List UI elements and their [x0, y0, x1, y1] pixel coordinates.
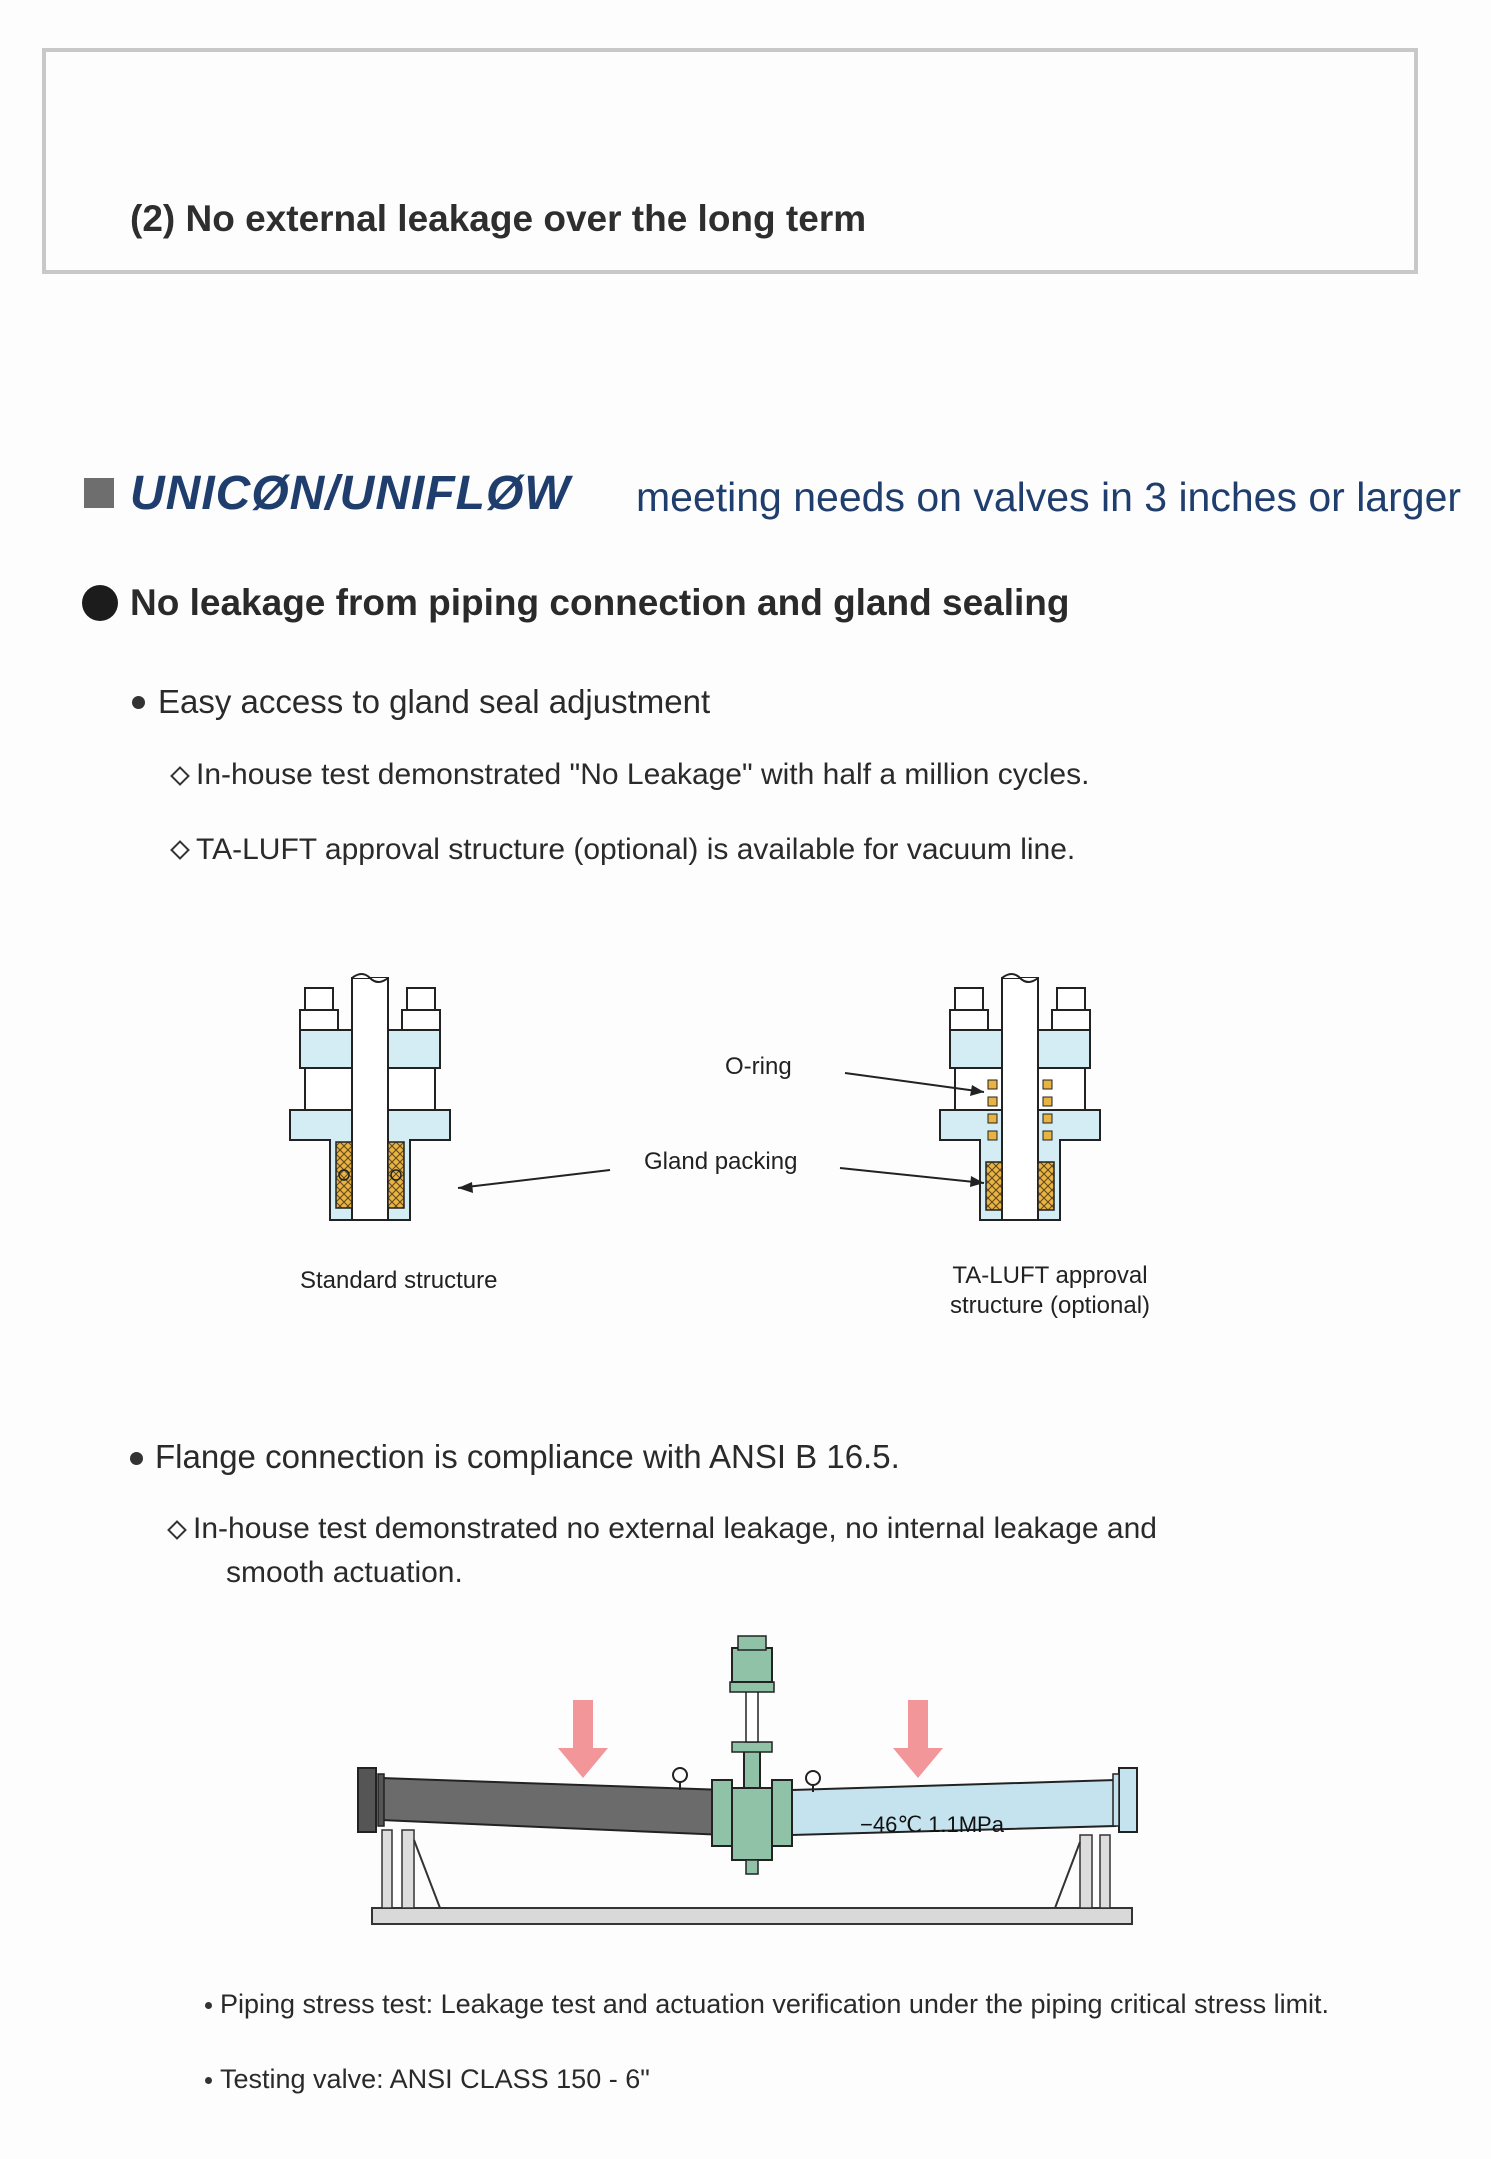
note-2: Testing valve: ANSI CLASS 150 - 6" [220, 2064, 650, 2094]
filled-circle-icon [82, 585, 118, 621]
bullet-1-sub-1: In-house test demonstrated "No Leakage" … [196, 758, 1090, 791]
note-bullet-icon [205, 2002, 212, 2009]
label-oring: O-ring [725, 1053, 792, 1080]
diamond-bullet-icon [170, 840, 190, 860]
diamond-bullet-icon [167, 1520, 187, 1540]
bullet-2-sub-1: In-house test demonstrated no external l… [193, 1512, 1157, 1545]
section-heading: meeting needs on valves in 3 inches or l… [636, 474, 1462, 520]
bullet-dot-icon [132, 696, 145, 709]
piping-stress-test-rig [357, 1635, 1138, 1925]
diamond-bullet-icon [170, 766, 190, 786]
test-condition-label: −46℃ 1.1MPa [860, 1812, 1004, 1837]
caption-taluft-line-1: TA-LUFT approval [952, 1262, 1148, 1289]
bullet-dot-icon [130, 1452, 143, 1465]
box-title: (2) No external leakage over the long te… [130, 198, 867, 239]
bullet-1-text: Easy access to gland seal adjustment [158, 683, 711, 720]
bullet-1-sub-2: TA-LUFT approval structure (optional) is… [196, 833, 1076, 866]
standard-structure-drawing [289, 973, 451, 1221]
note-1: Piping stress test: Leakage test and act… [220, 1989, 1330, 2019]
sub-heading: No leakage from piping connection and gl… [130, 582, 1070, 623]
bullet-2-sub-2: smooth actuation. [226, 1556, 463, 1589]
caption-taluft-line-2: structure (optional) [949, 1292, 1151, 1319]
taluft-structure-drawing [939, 973, 1101, 1221]
note-bullet-icon [205, 2077, 212, 2084]
gland-structure-diagram [289, 973, 1101, 1221]
brand-logo: UNICØN/UNIFLØW [130, 467, 571, 520]
square-bullet-icon [84, 478, 114, 508]
intro-frame [42, 48, 1418, 274]
label-gland-packing: Gland packing [644, 1148, 798, 1175]
bullet-2-text: Flange connection is compliance with ANS… [155, 1438, 900, 1475]
caption-standard-structure: Standard structure [300, 1267, 498, 1294]
